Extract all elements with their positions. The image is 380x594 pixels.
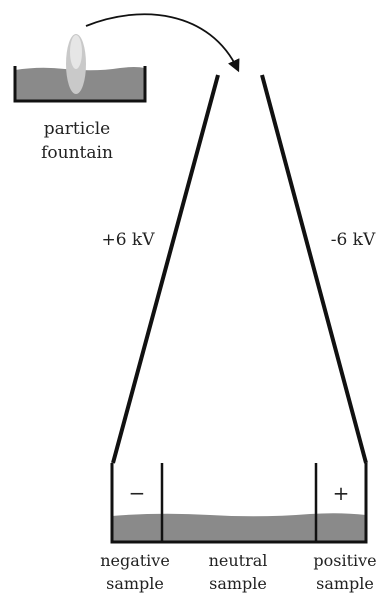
- particle-fountain: [13, 34, 147, 103]
- negative-sign: −: [129, 481, 146, 505]
- collection-trays: [110, 463, 368, 544]
- trajectory-arrow: [85, 13, 240, 73]
- fountain-spray-core: [70, 35, 82, 69]
- right-plate-voltage: -6 kV: [331, 230, 376, 250]
- negative-sample-label-line2: sample: [106, 574, 164, 593]
- positive-sample-label-line1: positive: [313, 551, 376, 570]
- neutral-sample-label-line1: neutral: [209, 551, 268, 570]
- fountain-vessel: [13, 66, 147, 103]
- negative-sample-label-line1: negative: [100, 551, 170, 570]
- right-deflection-plate: [260, 74, 368, 464]
- left-deflection-plate: [111, 74, 220, 464]
- fountain-label-line1: particle: [44, 119, 110, 139]
- left-plate-voltage: +6 kV: [101, 230, 155, 250]
- positive-sign: +: [333, 481, 350, 505]
- neutral-sample-label-line2: sample: [209, 574, 267, 593]
- collection-vessel: [110, 463, 368, 544]
- positive-sample-label-line2: sample: [316, 574, 374, 593]
- fountain-label-line2: fountain: [41, 143, 113, 163]
- collection-liquid: [112, 513, 366, 542]
